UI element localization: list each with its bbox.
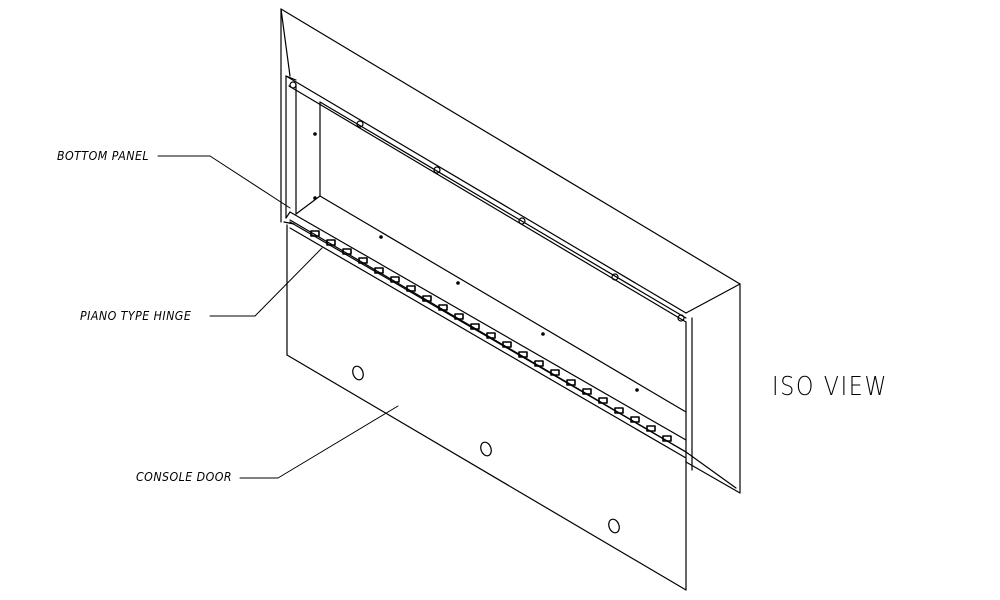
leader-piano-hinge	[209, 247, 323, 317]
view-title: ISO VIEW	[772, 372, 889, 402]
piano-hinge	[289, 221, 687, 459]
console-door	[286, 224, 687, 591]
leader-lines	[157, 155, 399, 479]
door-hole	[480, 441, 492, 457]
panel-dots	[313, 132, 639, 392]
console-housing	[280, 8, 741, 494]
label-piano-hinge: PIANO TYPE HINGE	[80, 309, 192, 323]
rim-fasteners	[289, 81, 685, 322]
door-hole	[352, 365, 364, 381]
hinge-knuckles	[310, 230, 672, 442]
door-hole	[608, 518, 620, 534]
label-bottom-panel: BOTTOM PANEL	[57, 149, 150, 163]
leader-bottom-panel	[157, 155, 291, 209]
label-console-door: CONSOLE DOOR	[136, 470, 233, 484]
leader-console-door	[239, 405, 399, 479]
